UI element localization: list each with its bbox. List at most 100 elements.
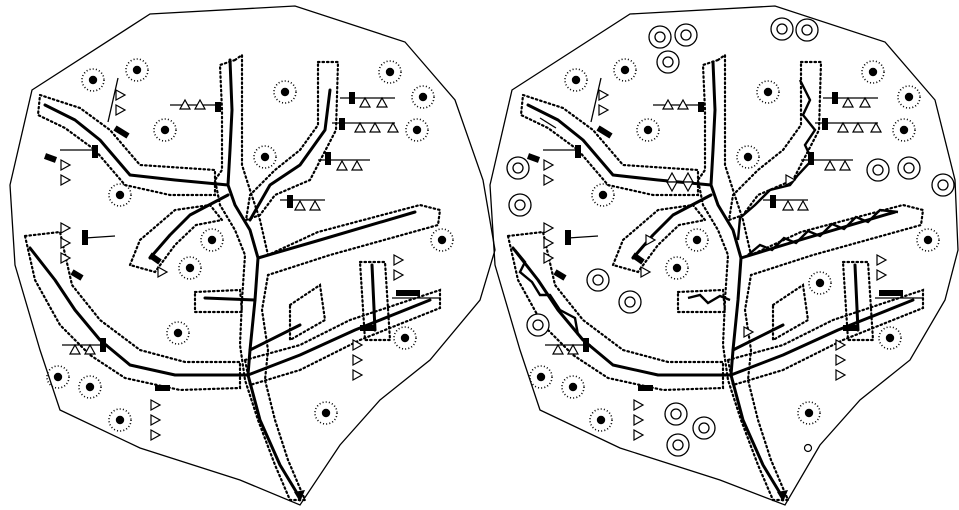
- triangle-marker: [825, 161, 835, 170]
- riparian-buffer: [678, 290, 725, 312]
- triangle-marker: [641, 267, 650, 277]
- culvert-bar: [150, 255, 160, 262]
- culvert-bar: [72, 272, 82, 278]
- site-dot: [673, 264, 681, 272]
- triangle-marker: [683, 173, 693, 182]
- triangle-marker: [553, 345, 563, 354]
- triangle-marker: [151, 415, 160, 425]
- ring-outer: [649, 26, 671, 48]
- triangle-marker: [388, 123, 398, 132]
- triangle-marker: [355, 123, 365, 132]
- site-dot: [161, 126, 169, 134]
- site-dot: [869, 68, 877, 76]
- culvert-bar: [45, 156, 56, 160]
- triangle-marker: [853, 123, 863, 132]
- stream-line: [228, 60, 232, 185]
- triangle-marker: [61, 175, 70, 185]
- triangle-marker: [353, 355, 362, 365]
- ring-outer: [665, 403, 687, 425]
- site-dot: [572, 76, 580, 84]
- riparian-buffer: [698, 55, 923, 500]
- riparian-buffer: [773, 285, 808, 340]
- ring-outer: [693, 417, 715, 439]
- stream-line: [45, 105, 228, 185]
- ring-outer: [898, 157, 920, 179]
- triangle-marker: [116, 105, 125, 115]
- site-dot: [86, 383, 94, 391]
- site-dot: [208, 236, 216, 244]
- site-dot: [413, 126, 421, 134]
- stream-line: [150, 195, 228, 258]
- site-dot: [599, 191, 607, 199]
- triangle-marker: [634, 400, 643, 410]
- site-dot: [621, 66, 629, 74]
- riparian-buffer: [290, 285, 325, 340]
- triangle-marker: [310, 201, 320, 210]
- triangle-marker: [836, 355, 845, 365]
- triangle-marker: [394, 255, 403, 265]
- ring-outer: [507, 157, 529, 179]
- riparian-buffer: [613, 205, 705, 272]
- triangle-marker: [70, 345, 80, 354]
- triangle-marker: [568, 345, 578, 354]
- road-segment: [568, 236, 598, 238]
- stream-line: [258, 212, 415, 258]
- site-dot: [905, 93, 913, 101]
- riparian-buffer: [195, 290, 242, 312]
- ring-outer: [619, 291, 641, 313]
- triangle-marker: [151, 430, 160, 440]
- site-dot: [805, 409, 813, 417]
- site-dot: [693, 236, 701, 244]
- triangle-marker: [599, 90, 608, 100]
- triangle-marker: [634, 415, 643, 425]
- stream-line: [205, 298, 255, 300]
- ring-outer: [932, 174, 954, 196]
- triangle-marker: [599, 105, 608, 115]
- culvert-bar: [555, 272, 565, 278]
- site-dot: [133, 66, 141, 74]
- triangle-marker: [370, 123, 380, 132]
- site-dot: [54, 373, 62, 381]
- triangle-marker: [85, 345, 95, 354]
- site-dot: [419, 93, 427, 101]
- site-dot: [744, 153, 752, 161]
- ring-outer: [527, 314, 549, 336]
- road-segment: [85, 236, 115, 238]
- ring-outer: [587, 269, 609, 291]
- stream-line: [633, 195, 711, 258]
- triangle-marker: [634, 430, 643, 440]
- right-panel: [490, 6, 958, 505]
- triangle-marker: [877, 270, 886, 280]
- triangle-marker: [843, 98, 853, 107]
- triangle-marker: [836, 370, 845, 380]
- site-dot: [401, 334, 409, 342]
- culvert-bar: [115, 128, 128, 136]
- site-dot: [116, 416, 124, 424]
- triangle-marker: [353, 370, 362, 380]
- triangle-marker: [158, 267, 167, 277]
- triangle-marker: [360, 98, 370, 107]
- watershed-boundary: [10, 6, 495, 505]
- ring-outer: [657, 51, 679, 73]
- triangle-marker: [544, 238, 553, 248]
- triangle-marker: [116, 90, 125, 100]
- triangle-marker: [337, 161, 347, 170]
- stream-line: [528, 105, 711, 185]
- site-dot: [569, 383, 577, 391]
- triangle-marker: [151, 400, 160, 410]
- ring-outer: [771, 18, 793, 40]
- site-dot: [116, 191, 124, 199]
- triangle-marker: [860, 98, 870, 107]
- ring-outer: [675, 24, 697, 46]
- site-dot: [89, 76, 97, 84]
- triangle-marker: [377, 98, 387, 107]
- left-panel: [10, 6, 495, 505]
- triangle-marker: [838, 123, 848, 132]
- triangle-marker: [544, 160, 553, 170]
- small-circle: [805, 445, 812, 452]
- site-dot: [281, 88, 289, 96]
- site-dot: [816, 279, 824, 287]
- triangle-marker: [61, 223, 70, 233]
- triangle-marker: [544, 175, 553, 185]
